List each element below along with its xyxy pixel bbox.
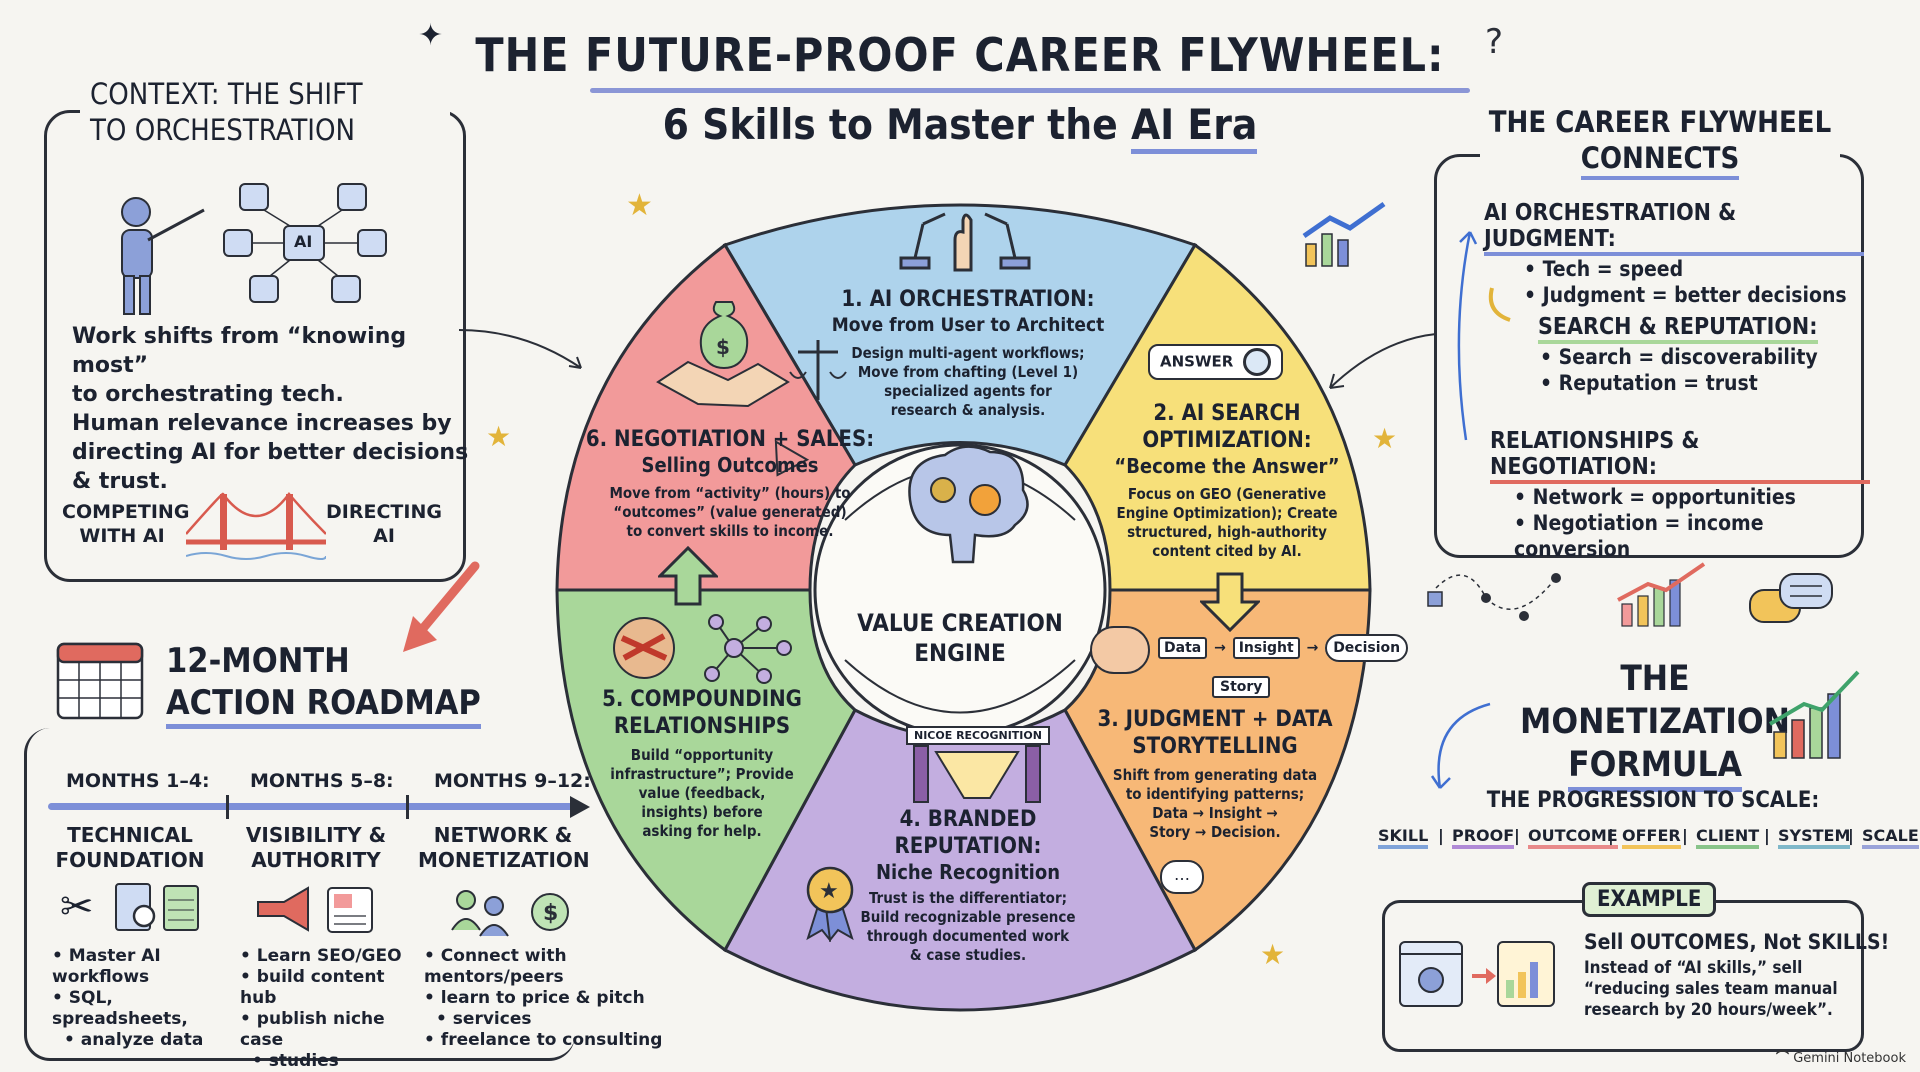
- ai-network-icon: [223, 183, 387, 303]
- robot-arms-icon: [899, 212, 1031, 272]
- flywheel-connector-arrows: [1457, 231, 1511, 441]
- recognition-banner: NICOE RECOGNITION: [906, 726, 1050, 745]
- progression-heading: THE PROGRESSION TO SCALE:: [1486, 788, 1820, 813]
- gemini-logo-icon: ⌒: [1776, 1051, 1790, 1066]
- segment-1-text: 1. AI ORCHESTRATION: Move from User to A…: [831, 287, 1105, 419]
- flywheel-group-1: AI ORCHESTRATION & JUDGMENT: • Tech = sp…: [1484, 200, 1864, 308]
- segment-3-text: 3. JUDGMENT + DATA STORYTELLING Shift fr…: [1097, 707, 1333, 841]
- roadmap-title: 12-MONTH ACTION ROADMAP: [166, 640, 481, 729]
- hands-network-icon: [613, 614, 792, 684]
- progression-steps: SKILL | PROOF | OUTCOME | OFFER | CLIENT…: [1370, 826, 1919, 860]
- segment-2-text: 2. AI SEARCH OPTIMIZATION: “Become the A…: [1114, 401, 1340, 560]
- phase-tasks: Master AI workflows SQL, spreadsheets, a…: [52, 946, 232, 1051]
- award-ribbon-icon: ★: [806, 866, 854, 942]
- context-to-wheel-arrow: [458, 329, 582, 369]
- flow-decision: Decision: [1325, 634, 1409, 662]
- step-offer: OFFER: [1622, 826, 1681, 849]
- tools-icon: ✂: [60, 884, 94, 930]
- segment-6-shape: [555, 242, 857, 592]
- question-doodle-icon: ?: [1485, 22, 1504, 62]
- growth-chart-icon: [1302, 201, 1386, 267]
- title-underline: [590, 88, 1470, 93]
- timeline-tick: [226, 795, 229, 819]
- phase-name: NETWORK &MONETIZATION: [418, 823, 590, 872]
- magnifier-icon: [1242, 348, 1271, 376]
- flywheel-to-wheel-arrow: [1329, 333, 1437, 389]
- segment-1-shape: [722, 203, 1198, 467]
- step-client: CLIENT: [1696, 826, 1760, 849]
- segment-6-text: 6. NEGOTIATION + SALES: Selling Outcomes…: [585, 427, 875, 540]
- svg-text:$: $: [543, 901, 558, 926]
- monetization-title: THE MONETIZATION FORMULA: [1485, 658, 1825, 792]
- calendar-icon: [56, 642, 144, 720]
- example-label: EXAMPLE: [1582, 882, 1717, 917]
- footer-brand: ⌒ Gemini Notebook: [1776, 1051, 1906, 1066]
- step-proof: PROOF: [1452, 826, 1515, 849]
- star-icon: ★: [1372, 422, 1398, 455]
- data-flow: Data → Insight → Decision: [1158, 634, 1409, 662]
- flywheel-connects-title: THE CAREER FLYWHEEL CONNECTS: [1480, 104, 1840, 180]
- timeline-arrowhead: [570, 796, 590, 818]
- segment-5-up-arrow: [658, 546, 718, 606]
- flywheel-graphic: [555, 203, 1372, 1012]
- flywheel-group-3: RELATIONSHIPS & NEGOTIATION: • Network =…: [1490, 428, 1870, 562]
- phase-tasks: Learn SEO/GEO build content hub publish …: [240, 946, 420, 1072]
- subtitle-highlight: AI Era: [1130, 100, 1258, 154]
- people-money-icon: $: [451, 890, 569, 937]
- phase-months: MONTHS 5–8:: [250, 770, 394, 792]
- context-text: Work shifts from “knowing most” to orche…: [72, 324, 469, 494]
- star-doodle-icon: ✦: [418, 18, 444, 53]
- step-skill: SKILL: [1378, 826, 1429, 849]
- brain-gear-icon: [1090, 626, 1150, 674]
- example-heading: Sell OUTCOMES, Not SKILLS!: [1584, 930, 1890, 954]
- document-search-icon: [115, 883, 199, 931]
- timeline-tick: [406, 795, 409, 819]
- spotlight-stage-icon: [913, 745, 1041, 803]
- gear-window-icon: [1399, 941, 1555, 1007]
- flow-data: Data: [1158, 637, 1208, 659]
- context-title: CONTEXT: THE SHIFT TO ORCHESTRATION: [80, 76, 450, 148]
- step-outcome: OUTCOME: [1528, 826, 1618, 849]
- example-text: Instead of “AI skills,” sell “reducing s…: [1584, 958, 1838, 1020]
- flow-insight: Insight: [1232, 637, 1300, 659]
- page-title: THE FUTURE-PROOF CAREER FLYWHEEL:: [475, 28, 1445, 82]
- flow-story: Story: [1212, 676, 1271, 698]
- svg-text:$: $: [716, 335, 730, 359]
- ai-chip-label: AI: [294, 232, 313, 251]
- star-icon: ★: [486, 420, 512, 453]
- phase-name: VISIBILITY &AUTHORITY: [245, 823, 387, 872]
- phase-months: MONTHS 1–4:: [66, 770, 210, 792]
- answer-badge: ANSWER: [1148, 344, 1283, 380]
- page-subtitle: 6 Skills to Master the AI Era: [560, 100, 1360, 154]
- roadmap-timeline: [48, 803, 578, 810]
- star-icon: ★: [1260, 938, 1286, 971]
- segment-4-text: 4. BRANDED REPUTATION: Niche Recognition…: [860, 807, 1076, 964]
- presenter-icon: [121, 197, 205, 315]
- segment-5-shape: [555, 588, 857, 953]
- monetization-connector-arrow: [1430, 702, 1491, 789]
- megaphone-icon: [257, 886, 373, 933]
- phase-months: MONTHS 9–12:: [434, 770, 591, 792]
- phase-tasks: Connect with mentors/peers learn to pric…: [424, 946, 684, 1051]
- network-dots-icon: [1427, 573, 1561, 621]
- bridge-icon: [186, 491, 326, 560]
- segment-2-down-arrow: [1200, 572, 1260, 632]
- segment-5-text: 5. COMPOUNDING RELATIONSHIPS Build “oppo…: [602, 687, 802, 840]
- step-scale: SCALE: [1862, 826, 1919, 849]
- step-system: SYSTEM: [1778, 826, 1851, 849]
- flywheel-group-2: SEARCH & REPUTATION: • Search = discover…: [1538, 314, 1818, 395]
- growth-bars-icon: [1768, 670, 1860, 759]
- svg-text:★: ★: [819, 879, 839, 904]
- chat-bubbles-icon: [1749, 573, 1833, 623]
- bar-trend-icon: [1617, 562, 1706, 627]
- segment-2-shape: [1063, 242, 1372, 592]
- star-icon: ★: [626, 188, 653, 223]
- handshake-money-icon: $: [656, 301, 847, 408]
- chat-bubble-icon: …: [1160, 860, 1204, 894]
- red-arrow-icon: [403, 561, 480, 652]
